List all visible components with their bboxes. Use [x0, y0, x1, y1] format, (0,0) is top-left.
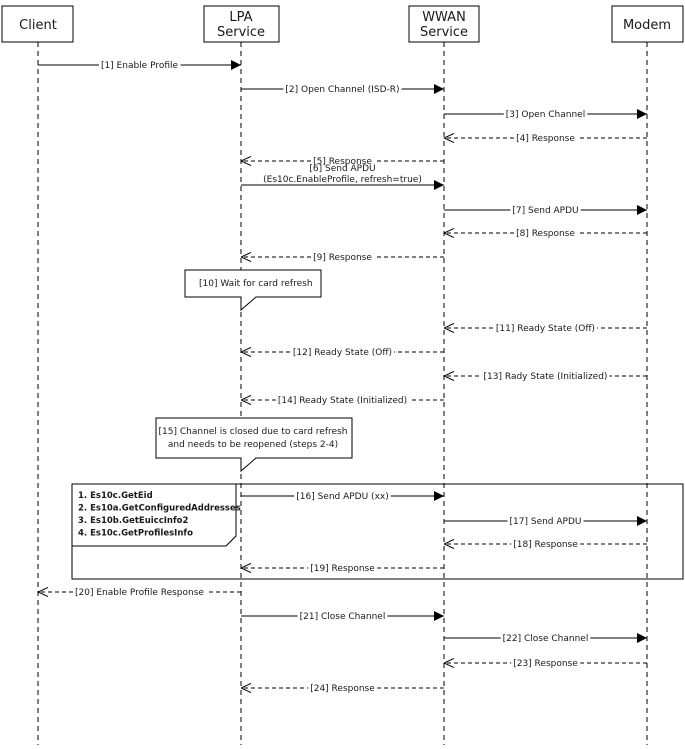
note-text: [10] Wait for card refresh	[199, 279, 313, 289]
message: [2] Open Channel (ISD-R)	[241, 84, 444, 95]
message-label: [9] Response	[313, 253, 372, 263]
frame-item: 1. Es10c.GetEid	[78, 491, 153, 501]
participant-modem: Modem	[611, 5, 684, 43]
note-text: and needs to be reopened (steps 2-4)	[168, 440, 338, 450]
note-bubble	[184, 269, 322, 312]
loop-frame: 1. Es10c.GetEid 2. Es10a.GetConfiguredAdd…	[71, 483, 684, 580]
message-label: [1] Enable Profile	[101, 61, 179, 71]
message-label: [6] Send APDU	[309, 164, 375, 174]
participant-label: Client	[19, 18, 57, 33]
message-label: [18] Response	[513, 540, 578, 550]
message-label-bg	[308, 564, 378, 574]
message: [18] Response	[444, 540, 647, 550]
message: [16] Send APDU (xx)	[241, 491, 444, 502]
participant-client: Client	[1, 5, 74, 43]
message-label: [13] Rady State (Initialized)	[484, 372, 608, 382]
participant-label: LPA	[229, 10, 252, 25]
message: [21] Close Channel	[241, 611, 444, 622]
message-label-bg	[283, 85, 402, 95]
message: [1] Enable Profile	[38, 60, 241, 71]
message: [6] Send APDU(Es10c.EnableProfile, refre…	[241, 164, 444, 190]
message-label: [3] Open Channel	[506, 110, 585, 120]
message: [8] Response	[444, 229, 647, 239]
message-label-bg	[308, 684, 378, 694]
participant-box	[611, 5, 684, 43]
message-label: [21] Close Channel	[300, 612, 386, 622]
message: [23] Response	[444, 659, 647, 669]
message: [4] Response	[444, 134, 647, 144]
message: [14] Ready State (Initialized)	[241, 396, 444, 406]
message-label: [19] Response	[310, 564, 375, 574]
participant-box	[203, 5, 280, 43]
message-label: [7] Send APDU	[512, 206, 578, 216]
message-label-bg	[510, 206, 581, 216]
participant-label: Service	[420, 25, 468, 40]
message-label-bg	[511, 659, 581, 669]
message-label-bg	[297, 612, 388, 622]
message-label-bg	[98, 61, 181, 71]
message: [13] Rady State (Initialized)	[444, 372, 647, 382]
message-label: [11] Ready State (Off)	[496, 324, 595, 334]
frame-label-tab	[71, 483, 237, 547]
message-label-bg	[311, 157, 375, 167]
message-label: [4] Response	[516, 134, 575, 144]
frame-item: 2. Es10a.GetConfiguredAddresses	[78, 504, 241, 514]
frame-item: 4. Es10c.GetProfilesInfo	[78, 529, 193, 539]
message: [11] Ready State (Off)	[444, 324, 647, 334]
notes: [10] Wait for card refresh [15] Channel i…	[155, 269, 353, 473]
message-label: [17] Send APDU	[510, 517, 582, 527]
message: [17] Send APDU	[444, 516, 647, 527]
message-label-bg	[294, 492, 391, 502]
message-label: (Es10c.EnableProfile, refresh=true)	[263, 175, 422, 185]
note-text: [15] Channel is closed due to card refre…	[159, 427, 348, 437]
message-label-bg	[514, 134, 578, 144]
message-label: [23] Response	[513, 659, 578, 669]
message: [19] Response	[241, 564, 444, 574]
message-label: [24] Response	[310, 684, 375, 694]
message-label: [22] Close Channel	[503, 634, 589, 644]
message-label-bg	[311, 253, 375, 263]
message-label-bg	[481, 372, 610, 382]
message: [3] Open Channel	[444, 109, 647, 120]
message-label-bg	[73, 588, 207, 598]
message-label: [20] Enable Profile Response	[75, 588, 204, 598]
message-label-bg	[290, 348, 395, 358]
message-label: [12] Ready State (Off)	[293, 348, 392, 358]
message: [9] Response	[241, 253, 444, 263]
message: [7] Send APDU	[444, 205, 647, 216]
message: [5] Response	[241, 157, 444, 167]
message: [12] Ready State (Off)	[241, 348, 444, 358]
note-bubble	[155, 417, 353, 473]
message-label: [16] Send APDU (xx)	[296, 492, 389, 502]
message-label: [5] Response	[313, 157, 372, 167]
message-label-bg	[503, 110, 588, 120]
participant-box	[408, 5, 480, 43]
participant-label: Modem	[623, 18, 671, 33]
message-label-bg	[275, 396, 410, 406]
message-label-bg	[500, 634, 591, 644]
participant-box	[1, 5, 74, 43]
message: [24] Response	[241, 684, 444, 694]
message-label: [8] Response	[516, 229, 575, 239]
frame-item: 3. Es10b.GetEuiccInfo2	[78, 516, 189, 526]
message-label-bg	[507, 517, 584, 527]
message-label: [14] Ready State (Initialized)	[278, 396, 407, 406]
note: [10] Wait for card refresh	[184, 269, 322, 312]
message-label-bg	[493, 324, 598, 334]
message-label-bg	[514, 229, 578, 239]
messages: [1] Enable Profile [2] Open Channel (ISD-…	[38, 60, 647, 694]
message-label: [2] Open Channel (ISD-R)	[285, 85, 399, 95]
participant-label: WWAN	[422, 10, 466, 25]
message: [20] Enable Profile Response	[38, 588, 241, 598]
participant-label: Service	[217, 25, 265, 40]
message-label-bg	[511, 540, 581, 550]
note: [15] Channel is closed due to card refre…	[155, 417, 353, 473]
message: [22] Close Channel	[444, 633, 647, 644]
